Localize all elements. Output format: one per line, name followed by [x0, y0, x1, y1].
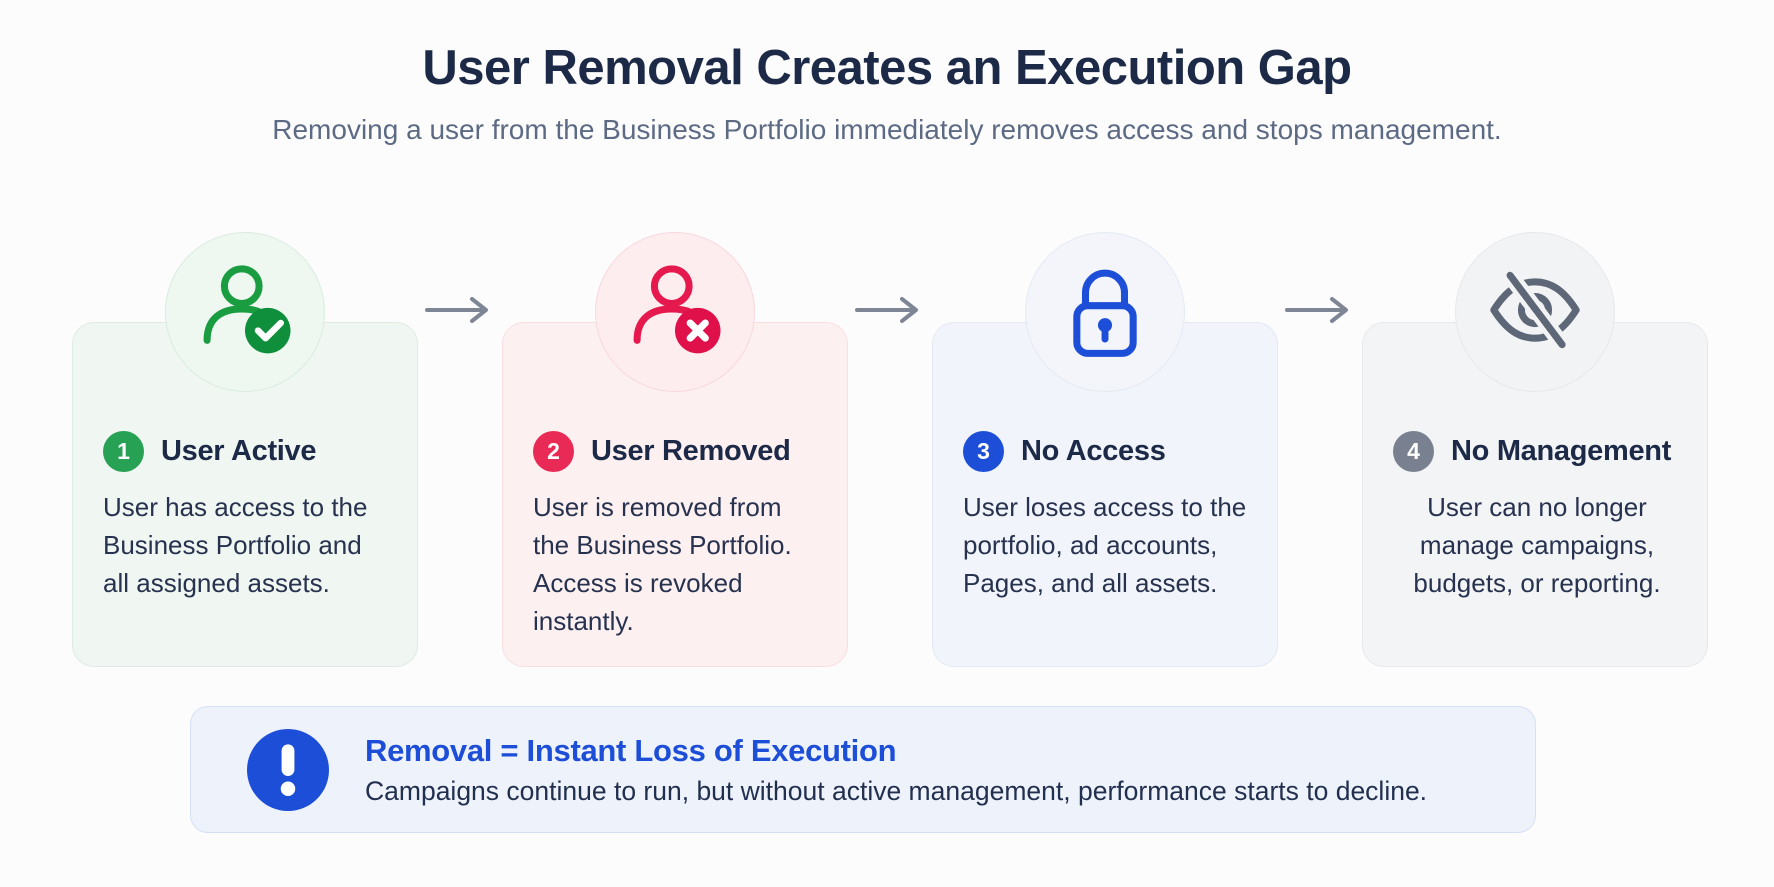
warning-callout: Removal = Instant Loss of Execution Camp…	[190, 706, 1536, 833]
step-title: No Management	[1451, 435, 1672, 467]
callout-title: Removal = Instant Loss of Execution	[365, 732, 897, 768]
user-x-icon	[623, 258, 727, 367]
step-description: User has access to the Business Portfoli…	[103, 492, 368, 598]
step-user-removed: 2 User Removed User is removed from the …	[502, 232, 848, 668]
step-description: User is removed from the Business Portfo…	[533, 492, 792, 636]
user-check-icon	[193, 258, 297, 367]
page-subtitle: Removing a user from the Business Portfo…	[272, 114, 1502, 145]
eye-slash-icon	[1483, 258, 1587, 367]
step-no-management: 4 No Management User can no longer manag…	[1362, 232, 1708, 668]
step-header: 2 User Removed	[533, 431, 821, 472]
step-title: No Access	[1021, 435, 1166, 467]
arrow-right-icon	[425, 296, 495, 324]
callout-text: Removal = Instant Loss of Execution Camp…	[365, 733, 1427, 807]
step-no-access: 3 No Access User loses access to the por…	[932, 232, 1278, 668]
step-icon-circle	[1025, 232, 1185, 392]
step-title: User Active	[161, 435, 317, 467]
step-icon-circle	[1455, 232, 1615, 392]
exclamation-icon	[247, 728, 329, 811]
step-header: 3 No Access	[963, 431, 1251, 472]
step-number-badge: 2	[533, 431, 574, 472]
step-header: 4 No Management	[1393, 431, 1681, 472]
lock-icon	[1053, 258, 1157, 367]
step-title: User Removed	[591, 435, 791, 467]
arrow-right-icon	[1285, 296, 1355, 324]
page-title: User Removal Creates an Execution Gap	[422, 41, 1352, 95]
step-icon-circle	[165, 232, 325, 392]
steps-row: 1 User Active User has access to the Bus…	[72, 232, 1708, 668]
step-header: 1 User Active	[103, 431, 391, 472]
step-number-badge: 4	[1393, 431, 1434, 472]
step-card: 4 No Management User can no longer manag…	[1362, 322, 1708, 667]
step-number-badge: 1	[103, 431, 144, 472]
step-card: 3 No Access User loses access to the por…	[932, 322, 1278, 667]
step-description: User can no longer manage campaigns, bud…	[1413, 492, 1661, 598]
step-icon-circle	[595, 232, 755, 392]
step-user-active: 1 User Active User has access to the Bus…	[72, 232, 418, 668]
callout-body: Campaigns continue to run, but without a…	[365, 775, 1428, 806]
step-number-badge: 3	[963, 431, 1004, 472]
step-description: User loses access to the portfolio, ad a…	[963, 492, 1247, 598]
arrow-right-icon	[855, 296, 925, 324]
